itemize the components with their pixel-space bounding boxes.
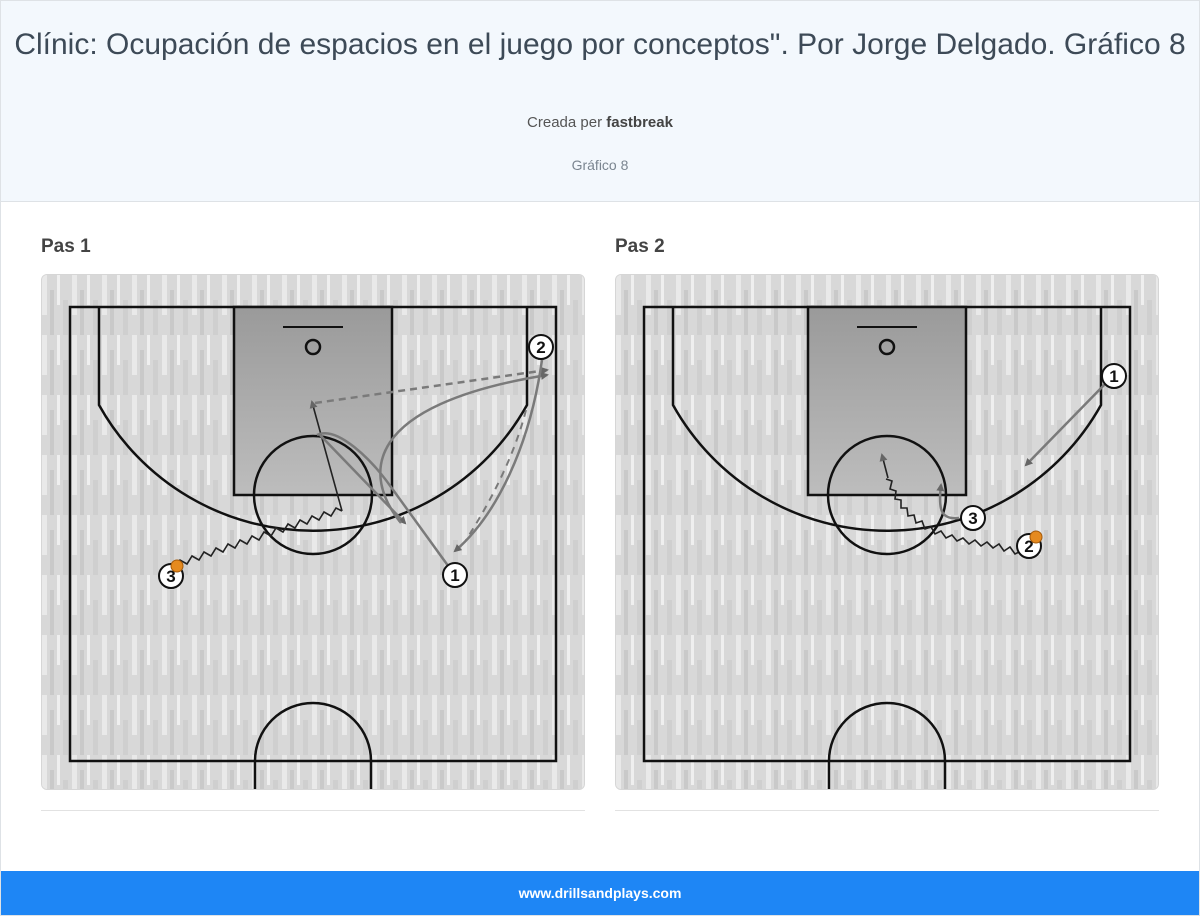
player-1[interactable]: 1 bbox=[442, 562, 468, 588]
step-2-divider bbox=[615, 810, 1159, 811]
player-1[interactable]: 1 bbox=[1101, 363, 1127, 389]
player-3-number: 3 bbox=[166, 567, 175, 586]
page-header: Clínic: Ocupación de espacios en el jueg… bbox=[1, 1, 1199, 202]
site-footer: www.drillsandplays.com bbox=[1, 871, 1199, 915]
cut-path-3 bbox=[936, 483, 960, 520]
page-title: Clínic: Ocupación de espacios en el jueg… bbox=[14, 28, 1186, 61]
cut-path-2 bbox=[453, 359, 544, 553]
dribble-line bbox=[174, 506, 343, 568]
created-prefix: Creada per bbox=[527, 114, 603, 131]
player-3[interactable]: 3 bbox=[960, 505, 986, 531]
player-2-number: 2 bbox=[1024, 537, 1033, 556]
author-link[interactable]: fastbreak bbox=[606, 114, 673, 131]
screen-path bbox=[465, 409, 527, 541]
created-by: Creada per fastbreak bbox=[1, 114, 1199, 131]
player-3[interactable]: 3 bbox=[158, 559, 184, 589]
dribble-arrow bbox=[309, 400, 343, 512]
player-2[interactable]: 2 bbox=[528, 334, 554, 360]
step-1-divider bbox=[41, 810, 585, 811]
player-1-number: 1 bbox=[1109, 367, 1118, 386]
court-diagram-2: 1 2 3 bbox=[616, 275, 1158, 789]
player-1-number: 1 bbox=[450, 566, 459, 585]
step-2-label: Pas 2 bbox=[615, 236, 665, 257]
player-2-number: 2 bbox=[536, 338, 545, 357]
diagram-subtitle: Gráfico 8 bbox=[571, 157, 629, 173]
step-1: Pas 1 bbox=[41, 235, 585, 811]
ball-icon bbox=[1029, 530, 1043, 544]
step-2: Pas 2 bbox=[615, 235, 1159, 811]
step-1-court: 1 2 3 bbox=[41, 274, 585, 790]
pass-line bbox=[314, 366, 549, 405]
dribble-line bbox=[885, 478, 1022, 556]
ball-icon bbox=[170, 559, 184, 573]
player-2[interactable]: 2 bbox=[1016, 530, 1043, 559]
step-1-label: Pas 1 bbox=[41, 236, 91, 257]
cut-arrow-1 bbox=[1024, 382, 1107, 467]
footer-site-link[interactable]: www.drillsandplays.com bbox=[518, 885, 682, 901]
cut-path-1 bbox=[316, 432, 456, 575]
player-3-number: 3 bbox=[968, 509, 977, 528]
dribble-arrow bbox=[879, 453, 889, 479]
cut-path-1b bbox=[379, 372, 549, 524]
step-2-court: 1 2 3 bbox=[615, 274, 1159, 790]
court-diagram-1: 1 2 3 bbox=[42, 275, 584, 789]
